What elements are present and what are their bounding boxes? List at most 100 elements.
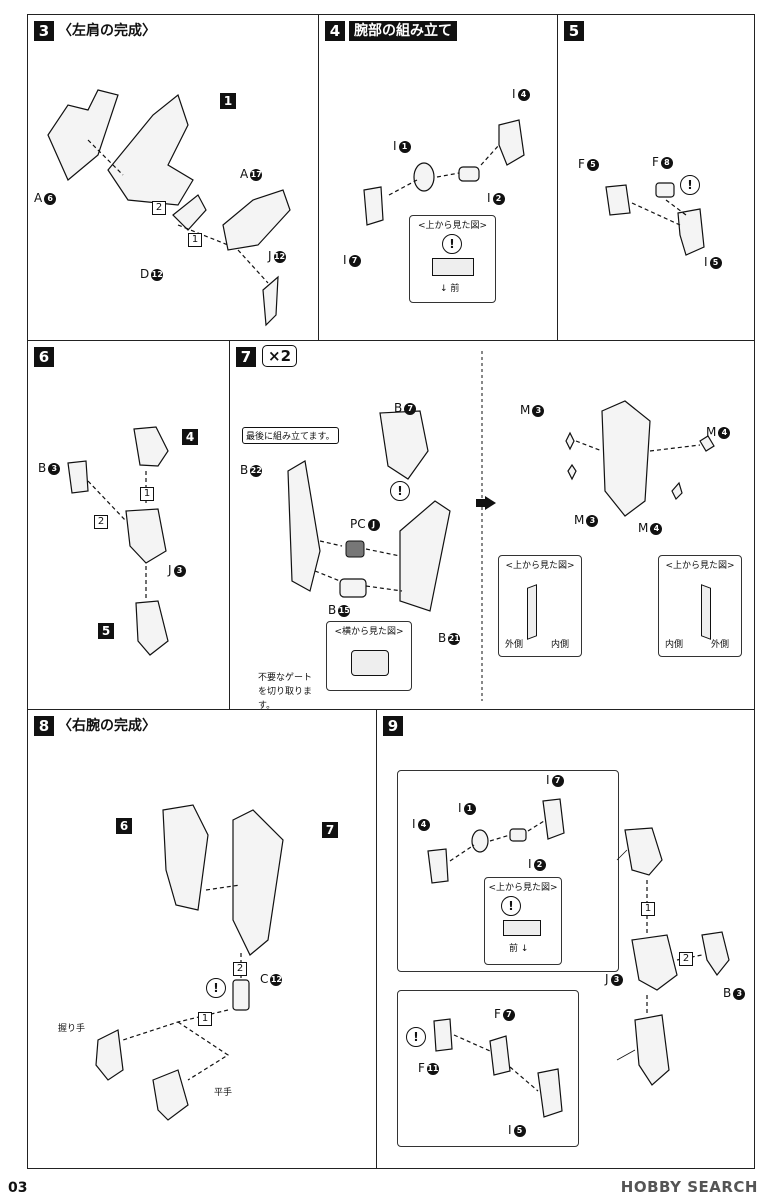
ref-tag-5: 5 [98,623,114,639]
inset-title: <上から見た図> [488,883,558,893]
warning-icon: ! [501,896,521,916]
order-2: 2 [152,201,166,215]
outer-side-label: 外側 [505,640,524,650]
step-7-illustration [287,351,715,701]
step-title: 〈左肩の完成〉 [58,23,156,39]
front-label: 前 ↓ [509,944,529,954]
warning-icon: ! [680,175,700,195]
order-1: 1 [140,487,154,501]
grip-hand-label: 握り手 [58,1024,86,1034]
ref-tag-7: 7 [322,822,338,838]
inset-title: <横から見た図> [334,627,404,637]
inset-title: <上から見た図> [665,561,735,571]
warning-icon: ! [406,1027,426,1047]
outer-side-label: 外側 [711,640,730,650]
step-number: 8 [34,716,54,736]
order-2: 2 [94,515,108,529]
top-view-right-inset: <上から見た図> 内側 外側 [658,555,742,657]
flat-hand-label: 平手 [214,1088,233,1098]
inner-side-label: 内側 [551,640,570,650]
order-2: 2 [679,952,693,966]
order-1: 1 [198,1012,212,1026]
gate-cut-note: 不要なゲートを切り取ります。 [258,673,313,711]
ref-tag-4: 4 [182,429,198,445]
watermark-brand: HOBBY SEARCH [620,1178,758,1196]
warning-icon: ! [442,234,462,254]
step-number: 3 [34,21,54,41]
step-number: 4 [325,21,345,41]
arm-assembly-illustration [363,119,525,226]
quantity-multiplier: ×2 [262,345,298,367]
order-2: 2 [233,962,247,976]
step-number: 5 [564,21,584,41]
top-view-left-inset: <上から見た図> 外側 内側 [498,555,582,657]
upper-arm-inset-art [427,798,565,884]
left-shoulder-illustration [47,89,291,327]
step-title: 腕部の組み立て [349,21,457,41]
order-1: 1 [641,902,655,916]
warning-icon: ! [206,978,226,998]
side-view-inset: <横から見た図> [326,621,412,691]
ref-tag-6: 6 [116,818,132,834]
assemble-last-note: 最後に組み立てます。 [242,427,339,444]
front-label: ↓ 前 [440,284,460,294]
arm-combine-art [616,827,730,1086]
top-view-inset: <上から見た図> ! ↓ 前 [409,215,496,303]
step-number: 6 [34,347,54,367]
order-1: 1 [188,233,202,247]
top-view-inset: <上から見た図> ! 前 ↓ [484,877,562,965]
warning-icon: ! [390,481,410,501]
page-number: 03 [8,1180,28,1196]
right-arm-illustration [95,804,284,1121]
inner-side-label: 内側 [665,640,684,650]
step-5-illustration [605,182,705,256]
step-title: 〈右腕の完成〉 [58,718,156,734]
step-6-illustration [67,426,169,656]
step-number: 9 [383,716,403,736]
inset-title: <上から見た図> [505,561,575,571]
forearm-inset-art [433,1018,563,1118]
ref-tag-1: 1 [220,93,236,109]
step-number: 7 [236,347,256,367]
